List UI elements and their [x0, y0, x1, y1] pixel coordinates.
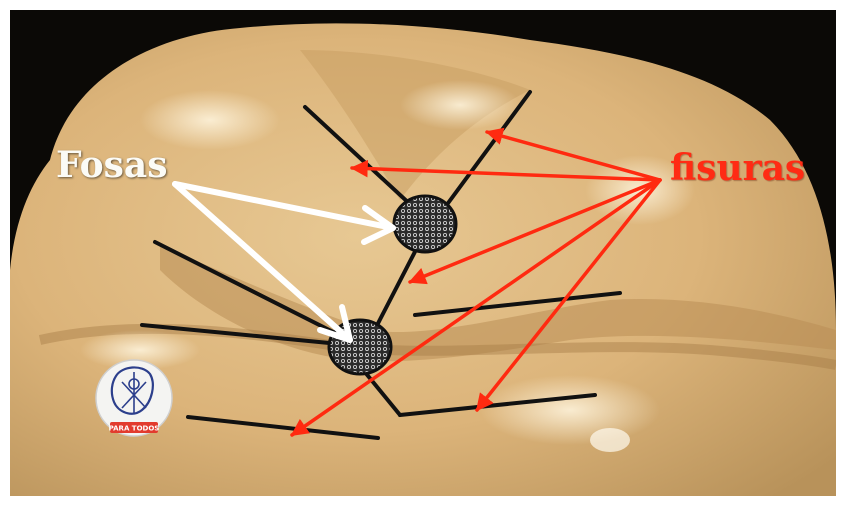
tooth-illustration: PARA TODOS: [10, 10, 836, 496]
pits-label: Fosas: [56, 147, 167, 183]
enamel-highlight: [480, 375, 660, 445]
enamel-highlight: [400, 80, 520, 130]
pit-marker-upper: [394, 196, 456, 252]
logo: PARA TODOS: [96, 360, 172, 436]
enamel-highlight: [590, 428, 630, 452]
logo-text: PARA TODOS: [109, 425, 160, 433]
fissures-label: fisuras: [670, 150, 805, 186]
molar-occlusal-photo: PARA TODOS Fosas fisuras: [10, 10, 836, 496]
enamel-highlight: [140, 90, 280, 150]
